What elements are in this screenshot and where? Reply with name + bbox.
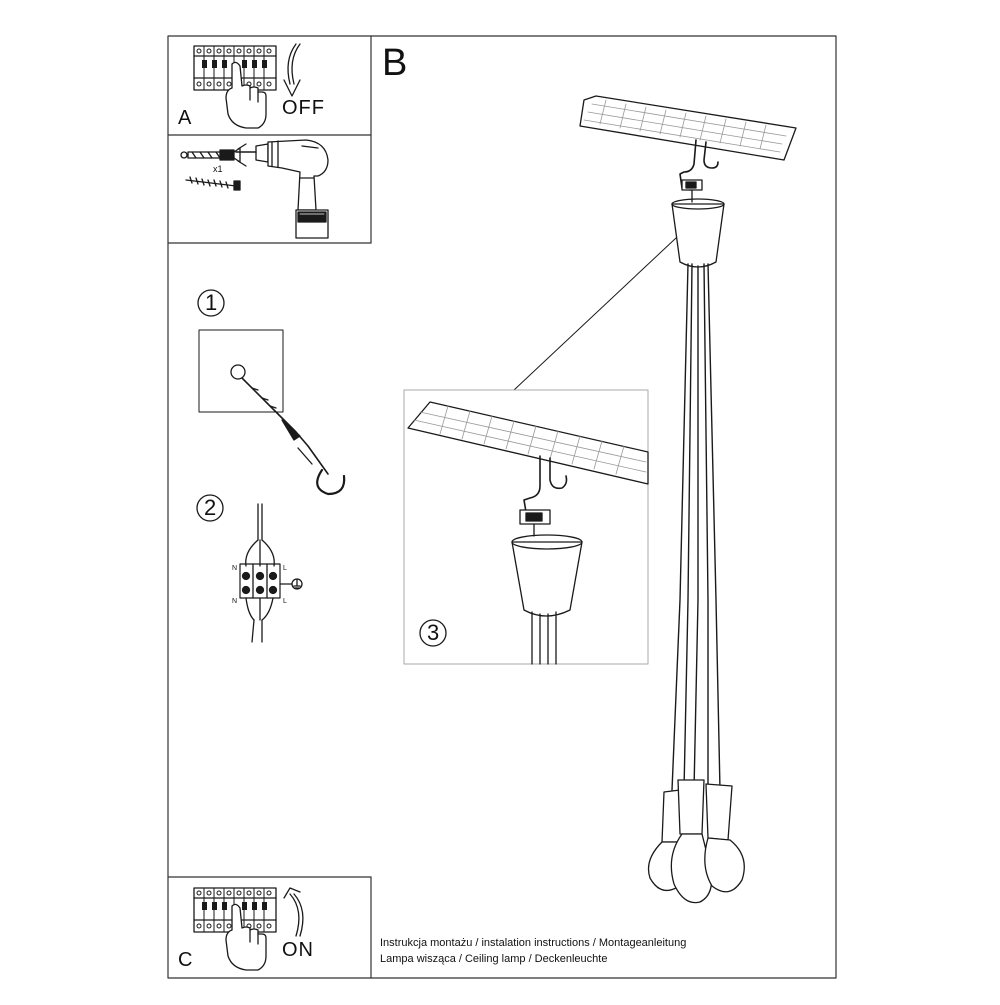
section-a-letter: A [178,107,192,129]
step1-number: 1 [205,290,218,315]
ceiling-canopy [579,95,797,161]
hand-icon-off [225,61,267,129]
section-c-letter: C [178,949,193,971]
screw-icon [185,176,241,191]
suspension-clamp [681,179,703,203]
wire-label-n-top: N [232,565,238,572]
off-label: OFF [282,97,325,119]
step2-badge [196,494,224,522]
section-b-letter: B [382,42,408,84]
step2-number: 2 [204,495,217,520]
step1-badge [197,289,225,317]
page-frame [167,35,837,979]
ceiling-hook [679,139,719,191]
quantity-label: x1 [213,164,223,174]
arrow-down-icon [283,43,301,97]
footer-line-2: Lampa wisząca / Ceiling lamp / Deckenleu… [380,953,608,965]
detail-hook [523,455,568,513]
hand-icon-on [225,903,267,971]
ceiling-square [198,329,284,413]
wire-label-n-bottom: N [232,598,238,605]
lamp-canopy-cone [671,198,725,268]
pendant-cables [671,263,721,791]
footer-line-1: Instrukcja montażu / instalation instruc… [380,937,687,949]
detail-cone [511,534,583,665]
hook-anchor-icon [230,364,346,496]
detail-clamp [519,509,551,537]
arrow-up-icon [283,887,304,937]
wire-label-l-bottom: L [283,598,287,605]
step3-number: 3 [427,620,440,645]
step3-badge [419,619,447,647]
detail-inset [403,389,649,665]
wire-label-l-top: L [283,565,287,572]
terminal-block-icon [239,503,303,643]
on-label: ON [282,939,314,961]
bulbs [647,833,745,904]
wall-plug-icon [180,143,247,167]
drill-icon [235,139,329,239]
